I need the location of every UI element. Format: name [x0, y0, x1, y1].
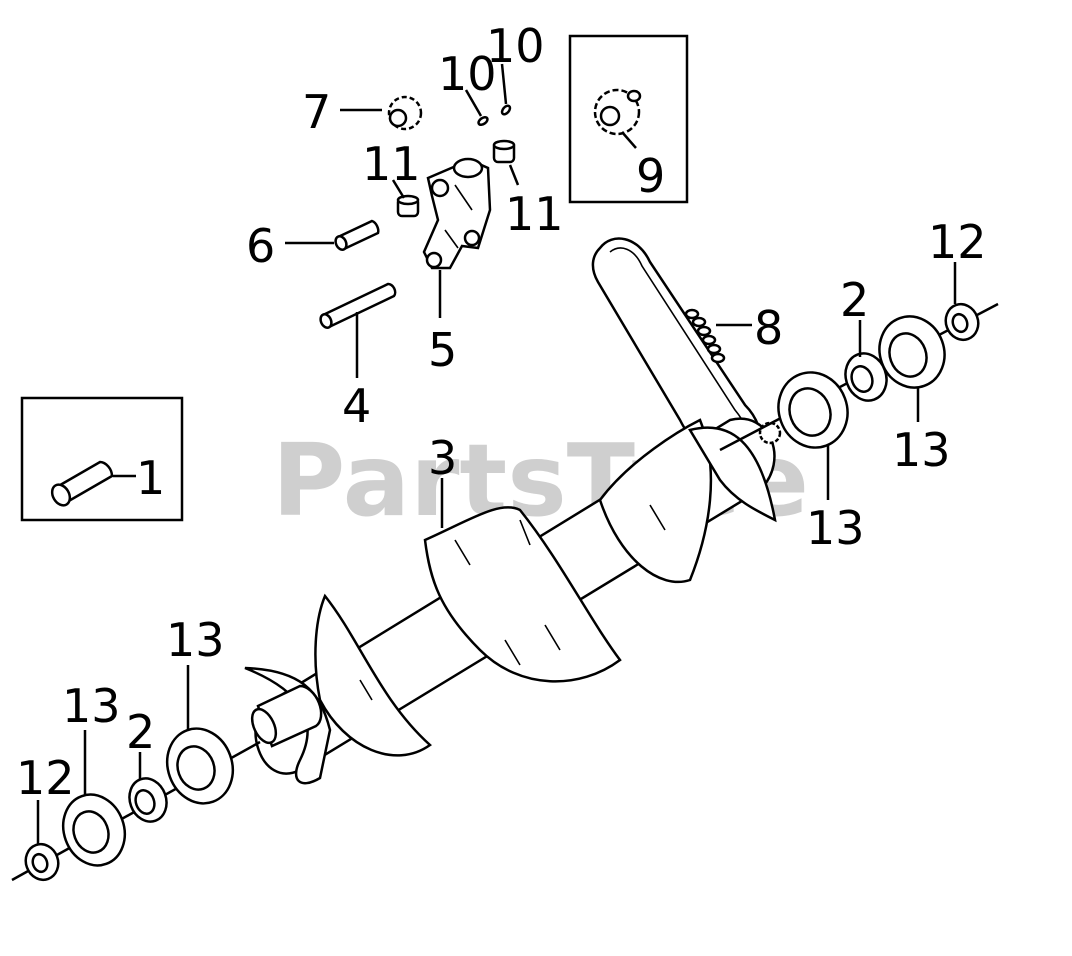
part-13-flange-right-inner[interactable]	[768, 363, 858, 458]
callout-4: 4	[342, 379, 371, 433]
leader-9	[621, 131, 637, 149]
callout-2-left: 2	[126, 705, 155, 759]
callout-3: 3	[428, 431, 457, 485]
part-11-bushing-a[interactable]	[396, 194, 420, 218]
callout-11-b: 11	[505, 187, 564, 241]
part-13-flange-left-inner[interactable]	[157, 719, 243, 812]
part-10-clip-a[interactable]	[477, 115, 489, 127]
callout-7: 7	[302, 85, 331, 139]
callout-12-right: 12	[928, 215, 987, 269]
part-7-sprocket[interactable]	[387, 95, 423, 131]
leader-10b	[500, 63, 508, 105]
part-2-bearing-right[interactable]	[839, 348, 893, 407]
part-6-pin[interactable]	[334, 219, 380, 251]
part-1-pin[interactable]	[49, 460, 114, 509]
callout-10-a: 10	[438, 47, 497, 101]
leader-11b	[508, 164, 520, 186]
part-10-clip-b[interactable]	[500, 104, 512, 116]
callout-13-left-outer: 13	[62, 679, 121, 733]
callout-13-right-inner: 13	[806, 501, 865, 555]
part-12-collar-right[interactable]	[941, 300, 983, 345]
leader-10a	[464, 89, 483, 117]
part-13-flange-left-outer[interactable]	[53, 786, 134, 874]
callout-6: 6	[246, 219, 275, 273]
part-12-collar-left[interactable]	[21, 840, 63, 885]
callout-12-left: 12	[16, 751, 75, 805]
part-9-sprocket[interactable]	[593, 88, 642, 136]
callout-1: 1	[136, 451, 165, 505]
part-4-long-pin[interactable]	[319, 282, 397, 329]
callout-2-right: 2	[840, 273, 869, 327]
part-5-idler-bracket[interactable]	[422, 157, 492, 270]
callout-9: 9	[636, 149, 665, 203]
part-3-auger[interactable]	[244, 417, 782, 785]
chain-links	[684, 308, 726, 364]
leader-11a	[391, 179, 406, 199]
callout-13-right-outer: 13	[892, 423, 951, 477]
part-13-flange-right-outer[interactable]	[870, 307, 955, 397]
callout-13-left-inner: 13	[166, 613, 225, 667]
inset-box-part-1	[20, 396, 184, 522]
part-11-bushing-b[interactable]	[492, 139, 516, 164]
inset-box-part-9	[568, 34, 689, 204]
callout-10-b: 10	[486, 19, 545, 73]
callout-11-a: 11	[362, 137, 421, 191]
callout-8: 8	[754, 301, 783, 355]
callout-5: 5	[428, 323, 457, 377]
part-2-bearing-left[interactable]	[124, 773, 173, 827]
